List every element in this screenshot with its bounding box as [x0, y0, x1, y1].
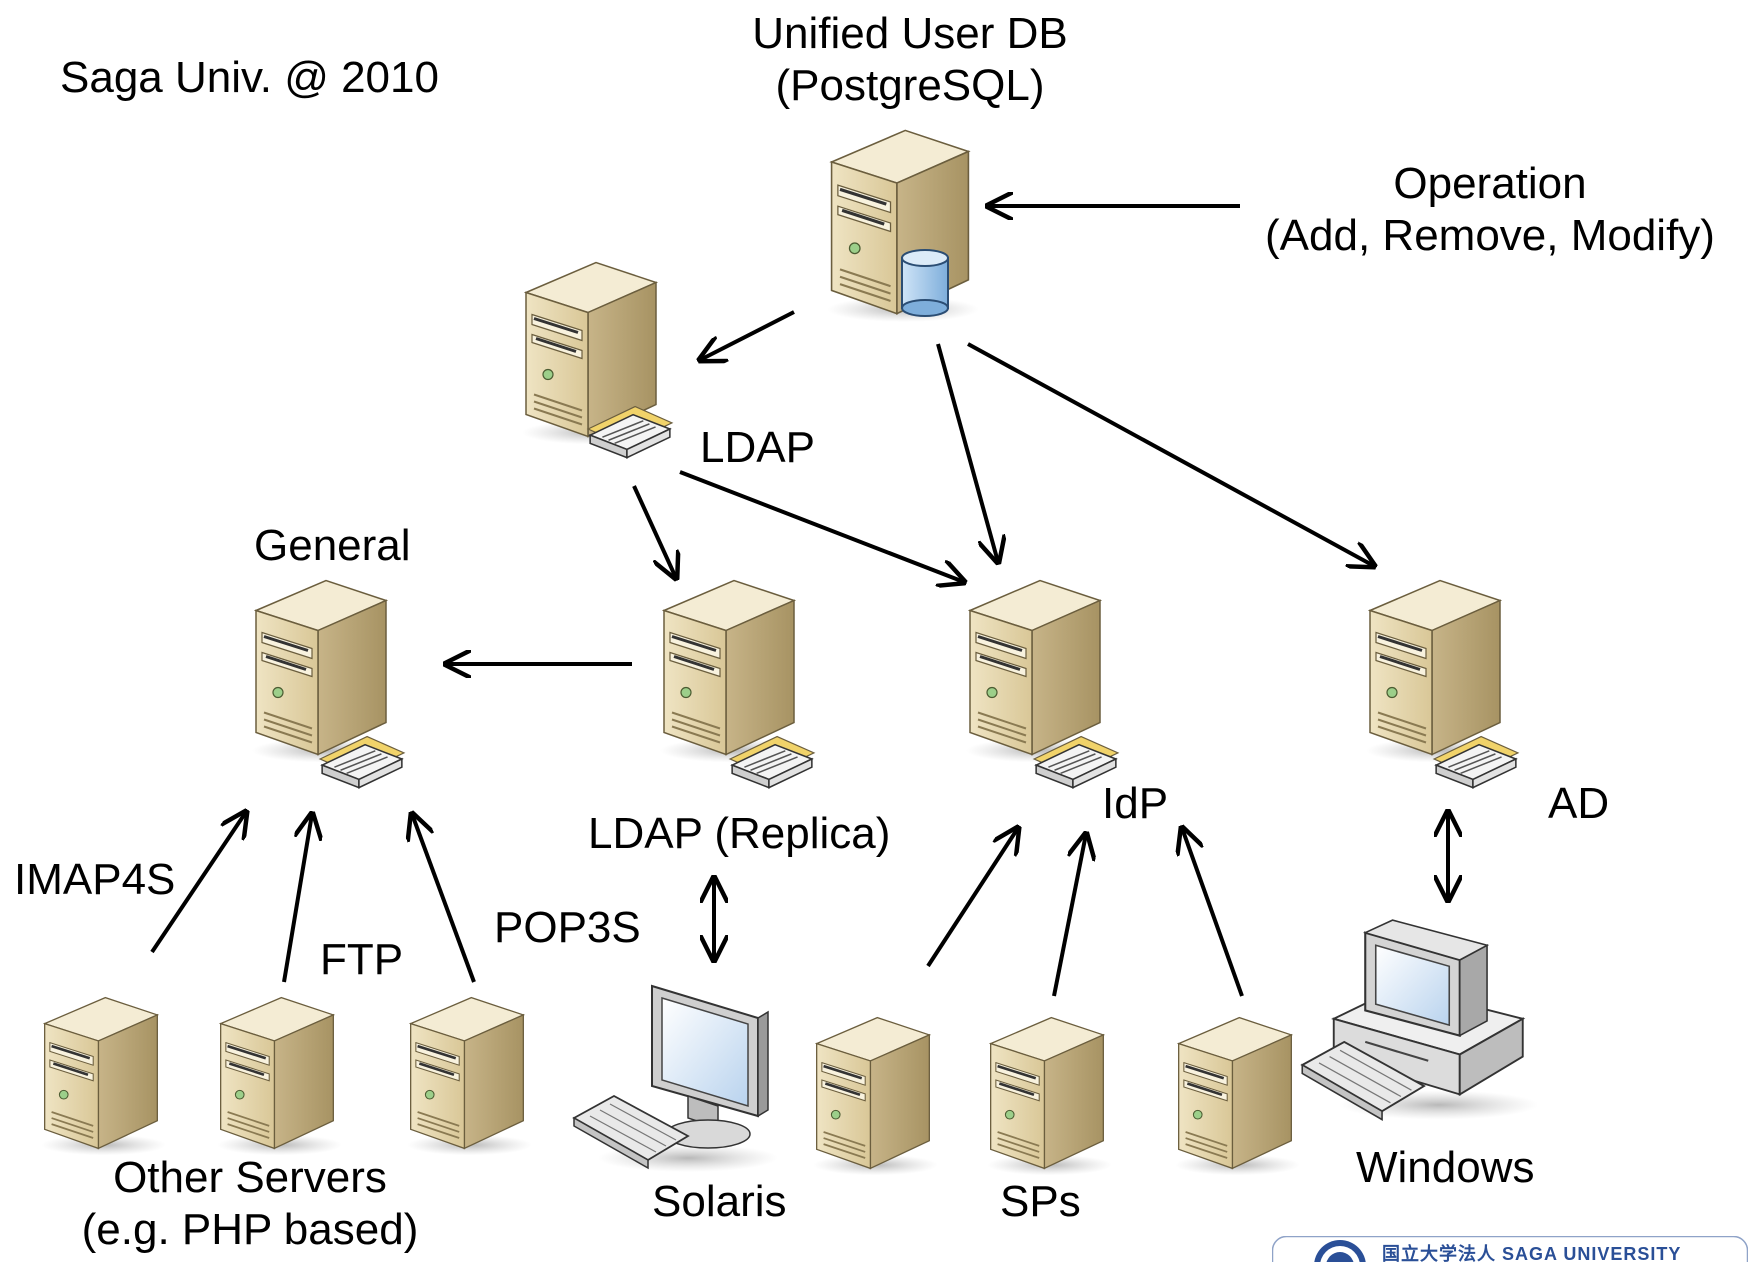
other-server-3 — [405, 996, 532, 1157]
sps-label: SPs — [1000, 1177, 1081, 1226]
solaris-label: Solaris — [652, 1177, 787, 1226]
arrow-db-to-ldap — [700, 310, 795, 360]
ldap-server — [520, 260, 673, 459]
operation-label: Operation (Add, Remove, Modify) — [1240, 158, 1740, 262]
other-servers-line1: Other Servers — [113, 1153, 387, 1202]
ad-label: AD — [1548, 779, 1610, 828]
db-title-line1: Unified User DB — [752, 9, 1068, 58]
university-seal-icon — [1272, 1236, 1748, 1262]
db-title: Unified User DB (PostgreSQL) — [700, 8, 1120, 112]
unified-db-server — [825, 128, 980, 322]
arrow-db-to-idp — [936, 343, 998, 562]
arrow-ldap-to-idp — [679, 470, 964, 582]
arrow-other1-to-general — [150, 812, 246, 954]
other-server-1 — [39, 996, 166, 1157]
ftp-label: FTP — [320, 935, 404, 984]
arrow-sp2-to-idp — [1052, 834, 1086, 997]
arrow-other3-to-general — [412, 814, 476, 983]
arrow-db-to-ad — [967, 342, 1374, 566]
windows-desktop — [1301, 919, 1540, 1121]
solaris-workstation — [573, 985, 779, 1173]
database-cylinder-icon — [901, 249, 949, 317]
operation-line1: Operation — [1393, 159, 1587, 208]
ad-server — [1364, 578, 1519, 789]
ldap-replica-label: LDAP (Replica) — [588, 809, 891, 858]
imap4s-label: IMAP4S — [14, 855, 176, 904]
sp-server-1 — [811, 1016, 938, 1177]
year-label: Saga Univ. @ 2010 — [60, 53, 439, 102]
windows-label: Windows — [1356, 1143, 1535, 1192]
sp-server-3 — [1173, 1016, 1300, 1177]
connection-arrows — [150, 206, 1448, 997]
arrow-sp1-to-idp — [926, 828, 1018, 968]
idp-label: IdP — [1102, 779, 1169, 828]
db-title-line2: (PostgreSQL) — [775, 61, 1045, 110]
other-servers-label: Other Servers (e.g. PHP based) — [50, 1152, 450, 1256]
general-label: General — [254, 521, 411, 570]
other-servers-line2: (e.g. PHP based) — [81, 1205, 419, 1254]
university-logo-text: 国立大学法人 SAGA UNIVERSITY — [1382, 1244, 1682, 1262]
general-server — [250, 578, 405, 789]
arrow-other2-to-general — [282, 814, 312, 983]
sp-server-2 — [985, 1016, 1112, 1177]
pop3s-label: POP3S — [494, 903, 641, 952]
university-logo: 国立大学法人 SAGA UNIVERSITY — [1272, 1236, 1748, 1262]
arrow-ldap-to-replica — [632, 485, 676, 578]
other-server-2 — [215, 996, 342, 1157]
operation-line2: (Add, Remove, Modify) — [1265, 211, 1715, 260]
ldap-label: LDAP — [700, 423, 815, 472]
ldap-replica-server — [658, 578, 815, 789]
arrow-sp3-to-idp — [1182, 828, 1244, 997]
idp-server — [964, 578, 1119, 789]
